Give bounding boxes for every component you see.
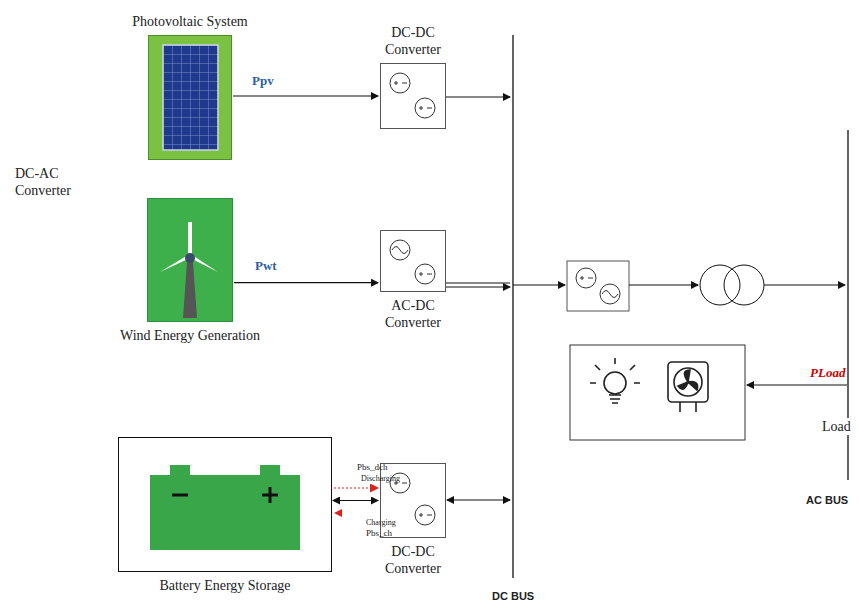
- wind-box: Wind Energy Generation: [147, 198, 233, 322]
- pv-panel-box: Photovoltaic System: [148, 35, 232, 160]
- flow-label: Charging: [366, 518, 396, 528]
- node-label: AC-DC Converter: [373, 297, 453, 331]
- power-label: Pbs_dch: [357, 462, 388, 472]
- node-label: DC-DC Converter: [373, 24, 453, 58]
- power-flow-arrow: [233, 95, 378, 96]
- power-label: Pbs_ch: [366, 528, 392, 538]
- battery-box: Battery Energy Storage: [118, 437, 332, 572]
- converter-box: AC-DC Converter: [380, 230, 446, 292]
- power-flow-arrow: [234, 282, 378, 283]
- power-label: PLoad: [810, 364, 845, 381]
- node-label: Photovoltaic System: [90, 13, 290, 30]
- node-label: DC-DC Converter: [373, 543, 453, 577]
- power-label: Ppv: [252, 72, 274, 89]
- bus-label: DC BUS: [492, 590, 534, 603]
- node-label: Wind Energy Generation: [80, 327, 300, 344]
- converter-box: DC-DC Converter: [380, 63, 446, 129]
- stray-label: DC-AC Converter: [15, 165, 87, 199]
- bus-label: AC BUS: [806, 492, 848, 509]
- load-label: Load: [822, 418, 851, 435]
- node-label: Battery Energy Storage: [105, 577, 345, 594]
- power-flow-arrow: [333, 500, 378, 501]
- flow-label: Discharging: [361, 474, 400, 484]
- power-label: Pwt: [255, 257, 277, 274]
